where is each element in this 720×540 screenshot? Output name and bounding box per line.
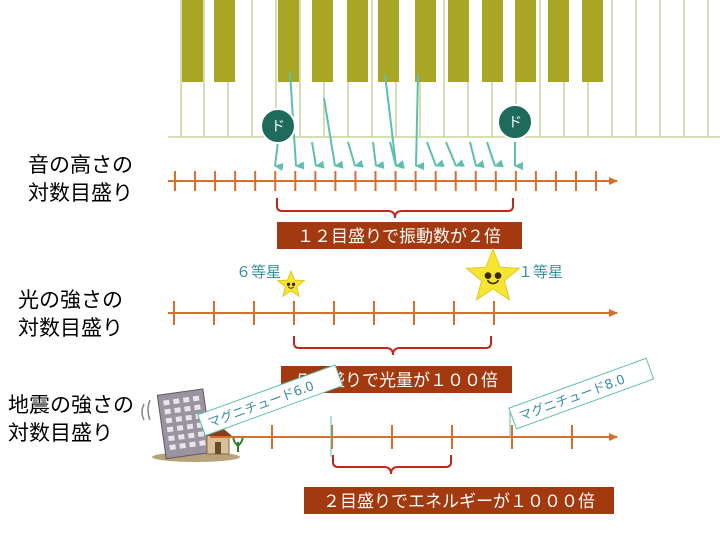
black-key [278,0,299,82]
magnitude-left-tag: マグニチュード6.0 [197,364,344,437]
key-arrow [274,141,284,171]
black-key [312,0,333,82]
building-window [175,416,183,422]
building-window [166,426,174,433]
collapsing-building-icon [141,388,244,462]
building-window [178,434,185,440]
building-window [182,396,190,403]
building-window [179,442,186,449]
quake-label-line-1: 地震の強さの [8,393,134,417]
smiling-star-icon-small [276,269,306,298]
key-arrow [311,141,325,169]
pitch-row-label: 音の高さの 対数目盛り [28,153,133,205]
magnitude-left-label: マグニチュード6.0 [206,379,316,431]
star-small-label: ６等星 [236,263,281,281]
quake-caption: ２目盛りでエネルギーが１０００倍 [323,492,595,512]
key-arrow [372,141,385,169]
pitch-bracket [276,198,514,219]
light-row-label: 光の強さの 対数目盛り [18,288,123,340]
key-to-tick-arrows [274,71,523,171]
pitch-caption: １２目盛りで振動数が２倍 [297,227,501,247]
key-arrow [389,141,405,168]
black-key [515,0,536,82]
quake-row-label: 地震の強さの 対数目盛り [8,393,134,445]
building-window [189,441,196,448]
key-arrow [347,141,364,168]
quake-label-line-2: 対数目盛り [8,421,113,445]
pitch-ticks [174,171,598,191]
black-key [182,0,203,82]
pitch-label-line-2: 対数目盛り [28,181,133,205]
do-label-right: ド [508,115,522,131]
quake-caption-box [304,487,614,514]
do-marker-left: ド [260,108,296,144]
building-window [194,404,201,411]
light-label-line-1: 光の強さの [18,288,123,312]
quake-ticks [271,425,573,449]
black-key [378,0,399,82]
black-key [548,0,569,82]
smiling-star-icon-large [465,247,521,301]
black-key [482,0,503,82]
building-window [163,399,170,406]
magnitude-right-label: マグニチュード8.0 [517,372,627,424]
black-key [214,0,235,82]
building-window [168,435,175,442]
key-arrow [384,73,405,170]
key-arrow [486,141,504,168]
key-arrow [445,141,465,167]
building-window [169,444,177,451]
building-window [185,414,193,421]
building-window [187,432,195,439]
key-arrow [415,73,425,171]
magnitude-right-tag: マグニチュード8.0 [508,357,655,430]
pitch-label-line-1: 音の高さの [28,153,133,177]
key-arrow [426,141,445,167]
building-window [176,425,184,431]
building-window [164,408,171,415]
do-label-left: ド [271,119,285,135]
light-label-line-2: 対数目盛り [18,316,123,340]
key-arrow [323,97,344,169]
building-window [192,395,200,402]
building-window [186,423,194,430]
pitch-caption-box [277,222,522,249]
building-window [197,431,205,438]
building-window [173,398,180,405]
black-key [415,0,436,82]
light-caption: ５目盛りで光量が１００倍 [294,371,498,391]
black-key [448,0,469,82]
piano-keyboard [168,0,720,138]
building-window [184,405,191,412]
quake-bracket [332,455,452,475]
black-key [582,0,603,82]
light-ticks [173,301,495,325]
key-arrow [469,141,485,168]
do-marker-right: ド [497,104,533,140]
star-big-label: １等星 [518,263,563,281]
building-window [199,440,206,446]
light-bracket [293,336,492,356]
black-key [347,0,368,82]
building-window [165,417,173,424]
building-window [174,407,181,414]
